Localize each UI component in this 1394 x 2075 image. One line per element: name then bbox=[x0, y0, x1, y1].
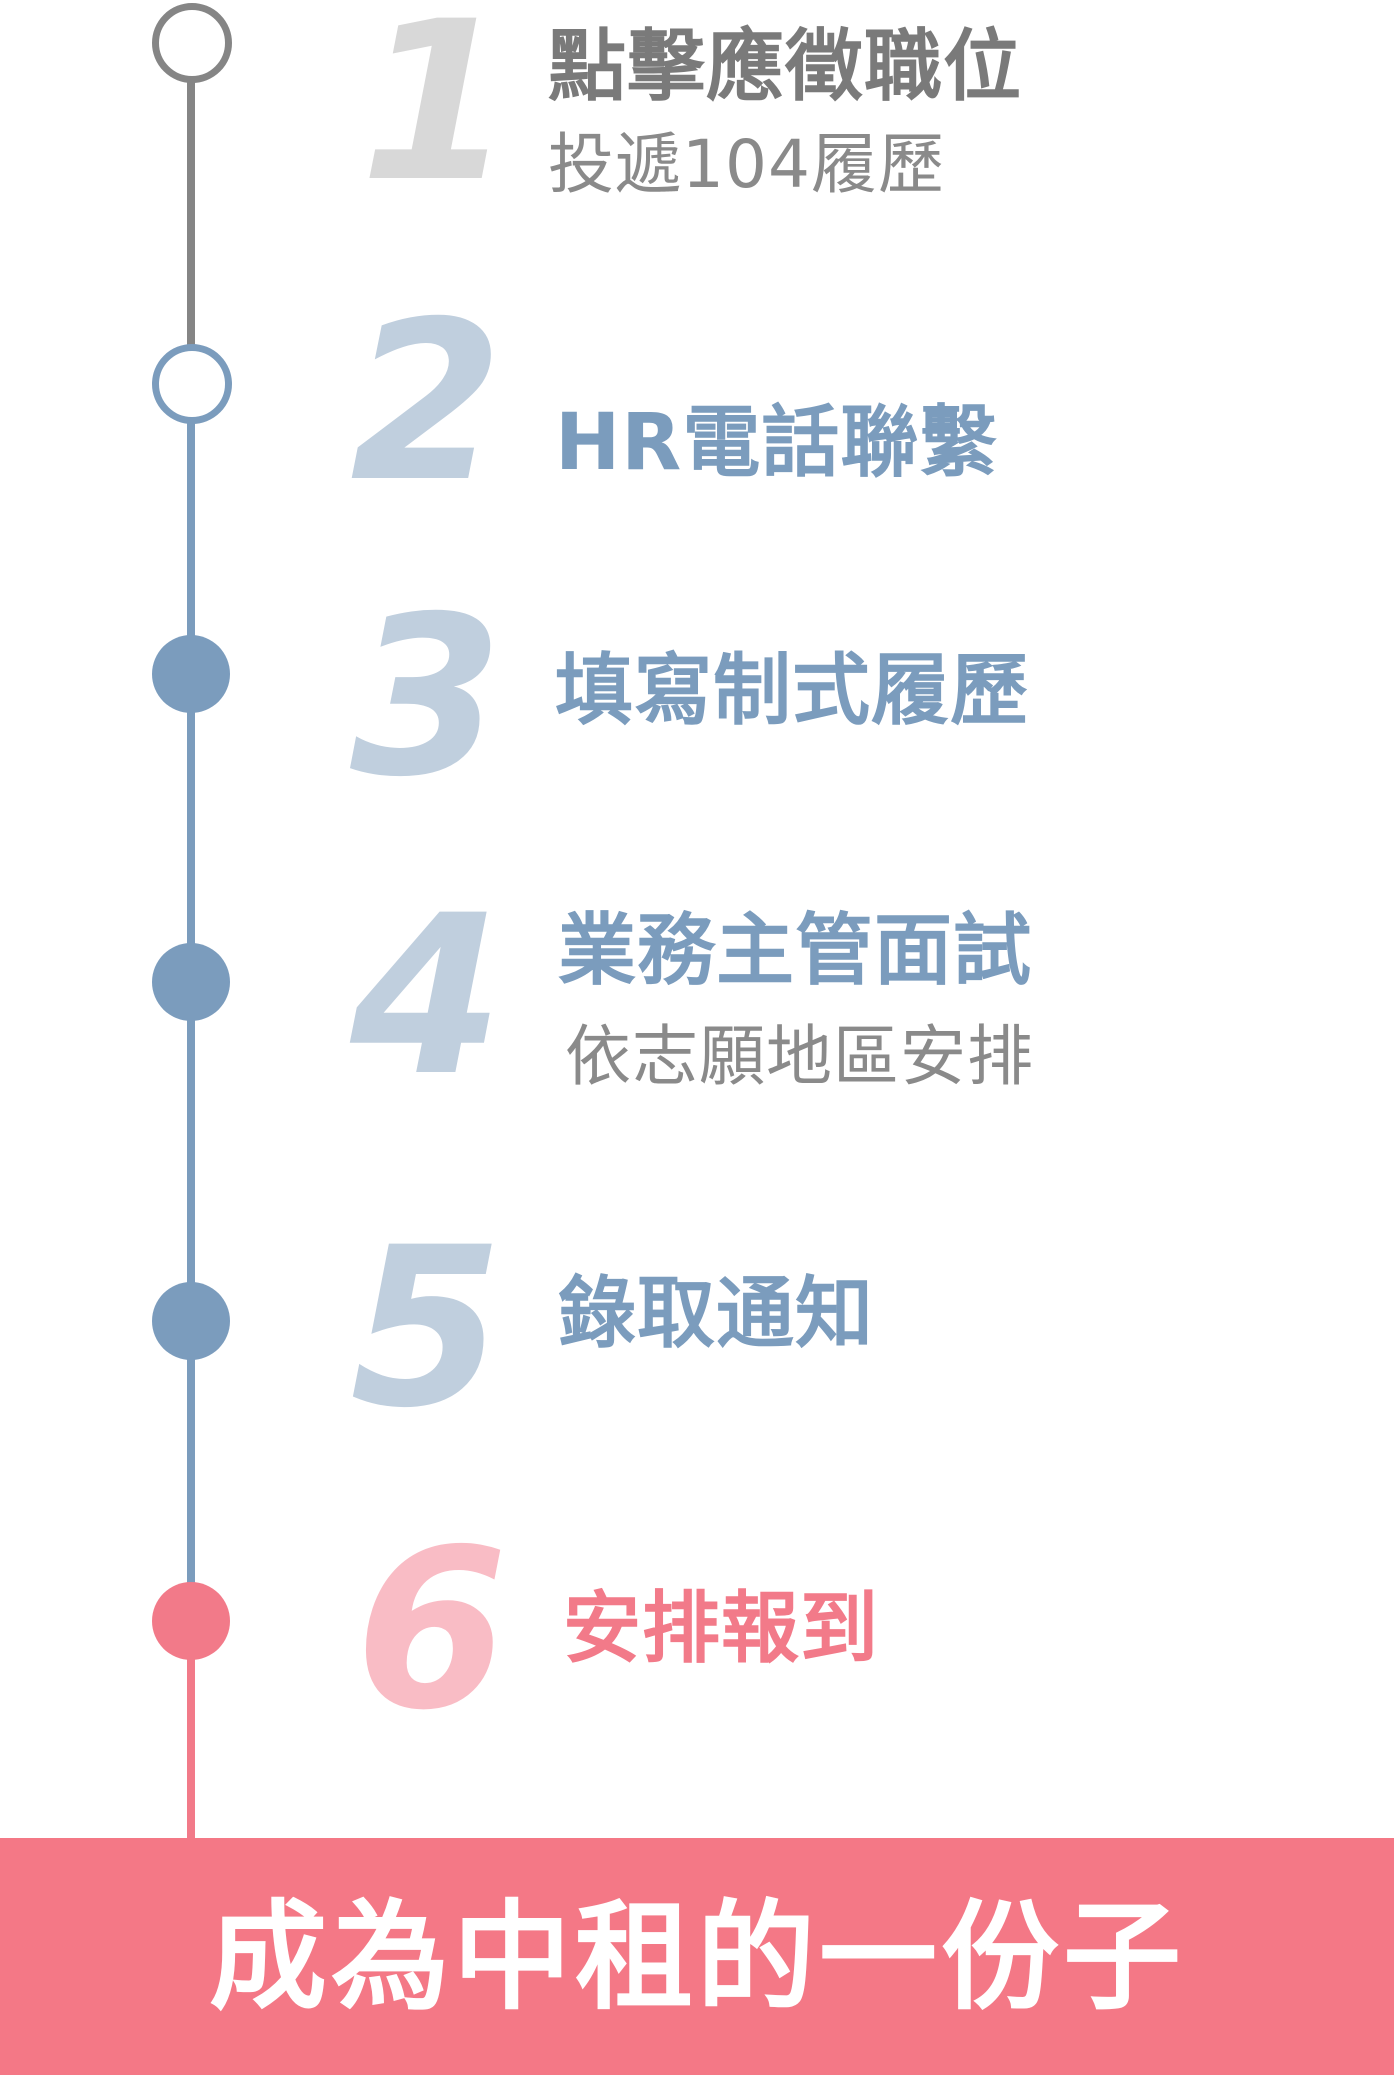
step-4-marker bbox=[152, 943, 230, 1021]
step-4-subtitle: 依志願地區安排 bbox=[565, 1018, 1034, 1095]
step-5-title: 錄取通知 bbox=[558, 1269, 875, 1359]
step-6-title: 安排報到 bbox=[563, 1584, 880, 1674]
step-4-number: 4 bbox=[350, 868, 503, 1124]
timeline-line-gray bbox=[187, 40, 195, 385]
step-2-number: 2 bbox=[350, 274, 503, 530]
step-1-title: 點擊應徵職位 bbox=[548, 22, 1023, 112]
step-6-number: 6 bbox=[355, 1502, 508, 1758]
step-5-marker bbox=[152, 1282, 230, 1360]
step-2-title: HR電話聯繫 bbox=[555, 398, 999, 488]
step-6-marker bbox=[152, 1582, 230, 1660]
step-3-title: 填寫制式履歷 bbox=[555, 646, 1030, 736]
join-banner: 成為中租的一份子 bbox=[0, 1838, 1394, 2075]
step-3-number: 3 bbox=[350, 569, 503, 825]
step-5-number: 5 bbox=[350, 1200, 503, 1456]
step-1-number: 1 bbox=[360, 0, 513, 230]
step-2-marker bbox=[152, 344, 232, 424]
step-1-subtitle: 投遞104履歷 bbox=[548, 126, 945, 203]
banner-text: 成為中租的一份子 bbox=[208, 1887, 1185, 2026]
timeline-line-pink bbox=[187, 1623, 195, 1838]
step-1-marker bbox=[152, 3, 232, 83]
step-3-marker bbox=[152, 635, 230, 713]
step-4-title: 業務主管面試 bbox=[558, 906, 1033, 996]
